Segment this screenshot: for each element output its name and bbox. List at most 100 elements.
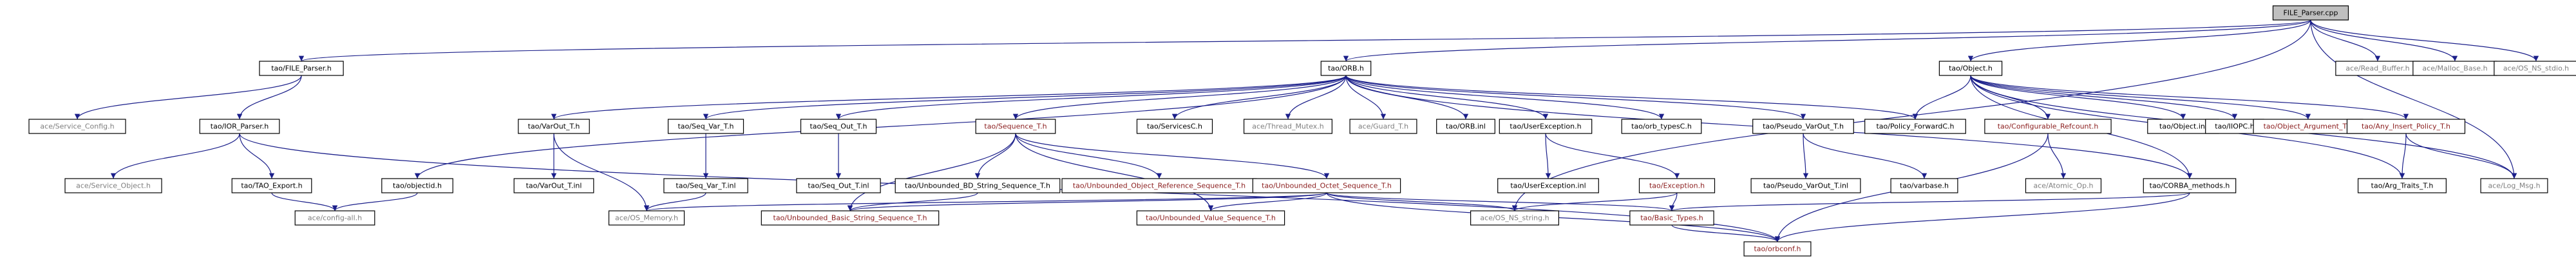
node-box <box>2480 178 2548 193</box>
edge-line <box>2399 133 2407 179</box>
edge-line <box>553 133 650 211</box>
node-tao-varbase-h[interactable]: tao/varbase.h <box>1890 178 1958 193</box>
node-label: tao/Any_Insert_Policy_T.h <box>2362 123 2450 131</box>
edge-ior_parser-to-tao_export <box>239 133 275 179</box>
edge-any_insert_policy-to-log_msg <box>2405 133 2517 179</box>
node-tao-unbounded-basic-string-sequence-t-h[interactable]: tao/Unbounded_Basic_String_Sequence_T.h <box>761 210 940 226</box>
edge-orb_h-to-user_exception <box>1345 75 1549 120</box>
node-label: ace/Malloc_Base.h <box>2422 64 2487 73</box>
node-tao-any-insert-policy-t-h[interactable]: tao/Any_Insert_Policy_T.h <box>2346 119 2466 134</box>
node-label: tao/ServicesC.h <box>1147 123 1202 131</box>
edge-unb_bd_string-to-unb_basic_string <box>847 192 978 211</box>
edge-orb_h-to-thread_mutex <box>1285 75 1347 120</box>
edge-sequence_t-to-unb_octet <box>1015 133 1330 179</box>
node-tao-seq-var-t-inl[interactable]: tao/Seq_Var_T.inl <box>663 178 748 193</box>
node-tao-tao-export-h[interactable]: tao/TAO_Export.h <box>231 178 312 193</box>
node-box <box>1499 119 1593 134</box>
edge-orb_h-to-seq_out_t <box>835 75 1347 120</box>
node-tao-unbounded-object-reference-sequence-t-h[interactable]: tao/Unbounded_Object_Reference_Sequence_… <box>1061 178 1257 193</box>
node-box <box>199 119 280 134</box>
node-label: tao/Arg_Traits_T.h <box>2371 182 2434 190</box>
node-tao-ior-parser-h[interactable]: tao/IOR_Parser.h <box>199 119 280 134</box>
node-ace-log-msg-h: ace/Log_Msg.h <box>2480 178 2548 193</box>
node-ace-malloc-base-h: ace/Malloc_Base.h <box>2412 61 2497 76</box>
node-tao-objectid-h[interactable]: tao/objectid.h <box>381 178 453 193</box>
node-ace-os-memory-h: ace/OS_Memory.h <box>608 210 685 226</box>
node-tao-object-h[interactable]: tao/Object.h <box>1938 61 2003 76</box>
node-label: tao/Object.h <box>1949 64 1993 73</box>
node-label: ace/Log_Msg.h <box>2488 182 2540 190</box>
node-label: ace/OS_NS_stdio.h <box>2503 64 2569 73</box>
edge-line <box>2310 19 2381 62</box>
edge-line <box>332 192 418 211</box>
node-label: tao/FILE_Parser.h <box>271 64 332 73</box>
node-tao-orb-h[interactable]: tao/ORB.h <box>1320 61 1372 76</box>
node-tao-orb-typesc-h[interactable]: tao/orb_typesC.h <box>1621 119 1702 134</box>
node-tao-arg-traits-t-h[interactable]: tao/Arg_Traits_T.h <box>2358 178 2447 193</box>
edge-object_h-to-any_insert_policy <box>1970 75 2409 120</box>
node-tao-unbounded-value-sequence-t-h[interactable]: tao/Unbounded_Value_Sequence_T.h <box>1136 210 1285 226</box>
edge-line <box>110 133 240 179</box>
node-box <box>895 178 1061 193</box>
node-tao-object-inl[interactable]: tao/Object.inl <box>2147 119 2219 134</box>
node-label: tao/Unbounded_Value_Sequence_T.h <box>1146 214 1276 222</box>
node-box <box>1320 61 1372 76</box>
edge-line <box>1285 75 1347 120</box>
node-label: tao/Policy_ForwardC.h <box>1876 123 1954 131</box>
node-tao-configurable-refcount-h[interactable]: tao/Configurable_Refcount.h <box>1984 119 2112 134</box>
node-label: tao/Seq_Var_T.inl <box>676 182 735 190</box>
node-tao-object-argument-t-h[interactable]: tao/Object_Argument_T.h <box>2253 119 2363 134</box>
edge-line <box>551 75 1347 120</box>
edge-unb_octet-to-unb_value <box>1208 192 1327 211</box>
node-tao-orbconf-h[interactable]: tao/orbconf.h <box>1743 241 1812 257</box>
node-ace-os-ns-stdio-h: ace/OS_NS_stdio.h <box>2494 61 2576 76</box>
node-tao-sequence-t-h[interactable]: tao/Sequence_T.h <box>975 119 1056 134</box>
edge-line <box>1171 75 1347 120</box>
node-label: tao/IIOPC.h <box>2215 123 2254 131</box>
node-tao-varout-t-h[interactable]: tao/VarOut_T.h <box>518 119 590 134</box>
node-tao-exception-h[interactable]: tao/Exception.h <box>1638 178 1716 193</box>
node-label: tao/Unbounded_Basic_String_Sequence_T.h <box>773 214 927 222</box>
node-tao-seq-out-t-h[interactable]: tao/Seq_Out_T.h <box>800 119 877 134</box>
node-tao-servicesc-h[interactable]: tao/ServicesC.h <box>1136 119 1213 134</box>
node-box <box>2025 178 2102 193</box>
edge-orb_h-to-varout_t <box>551 75 1347 120</box>
edge-line <box>414 75 1347 179</box>
node-box <box>513 178 594 193</box>
node-tao-userexception-inl[interactable]: tao/UserException.inl <box>1497 178 1599 193</box>
node-tao-basic-types-h[interactable]: tao/Basic_Types.h <box>1629 210 1714 226</box>
node-tao-unbounded-bd-string-sequence-t-h[interactable]: tao/Unbounded_BD_String_Sequence_T.h <box>895 178 1061 193</box>
node-tao-corba-methods-h[interactable]: tao/CORBA_methods.h <box>2143 178 2237 193</box>
node-tao-policy-forwardc-h[interactable]: tao/Policy_ForwardC.h <box>1864 119 1966 134</box>
node-box <box>231 178 312 193</box>
edge-orb_h-to-guard_t <box>1345 75 1387 120</box>
node-file-parser-cpp[interactable]: FILE_Parser.cpp <box>2272 5 2349 21</box>
edge-line <box>1326 192 1518 211</box>
node-tao-orb-inl[interactable]: tao/ORB.inl <box>1436 119 1495 134</box>
node-label: tao/Basic_Types.h <box>1640 214 1703 222</box>
edge-line <box>2310 19 2458 62</box>
node-tao-unbounded-octet-sequence-t-h[interactable]: tao/Unbounded_Octet_Sequence_T.h <box>1252 178 1401 193</box>
edge-sequence_t-to-unb_obj_ref <box>1015 133 1162 179</box>
node-tao-userexception-h[interactable]: tao/UserException.h <box>1499 119 1593 134</box>
edge-orb_h-to-pseudo_varout <box>1345 75 1806 120</box>
edge-pseudo_varout-to-varbase <box>1803 133 1927 179</box>
node-ace-service-config-h: ace/Service_Config.h <box>28 119 126 134</box>
node-label: tao/ORB.inl <box>1446 123 1486 131</box>
node-tao-pseudo-varout-t-h[interactable]: tao/Pseudo_VarOut_T.h <box>1752 119 1854 134</box>
node-tao-pseudo-varout-t-inl[interactable]: tao/Pseudo_VarOut_T.inl <box>1750 178 1861 193</box>
edge-line <box>1511 192 1678 211</box>
edge-line <box>644 192 1327 211</box>
edge-line <box>1912 75 1971 120</box>
node-tao-seq-var-t-h[interactable]: tao/Seq_Var_T.h <box>667 119 744 134</box>
node-box <box>1497 178 1599 193</box>
node-box <box>1743 241 1812 257</box>
node-tao-file-parser-h[interactable]: tao/FILE_Parser.h <box>259 61 344 76</box>
node-box <box>663 178 748 193</box>
node-label: ace/Thread_Mutex.h <box>1252 123 1324 131</box>
node-tao-iiopc-h[interactable]: tao/IIOPC.h <box>2205 119 2264 134</box>
node-tao-seq-out-t-inl[interactable]: tao/Seq_Out_T.inl <box>796 178 881 193</box>
node-tao-varout-t-inl[interactable]: tao/VarOut_T.inl <box>513 178 594 193</box>
nodes-layer: FILE_Parser.cpp tao/FILE_Parser.h tao/ORB.… <box>28 5 2576 257</box>
edge-line <box>2405 133 2517 179</box>
